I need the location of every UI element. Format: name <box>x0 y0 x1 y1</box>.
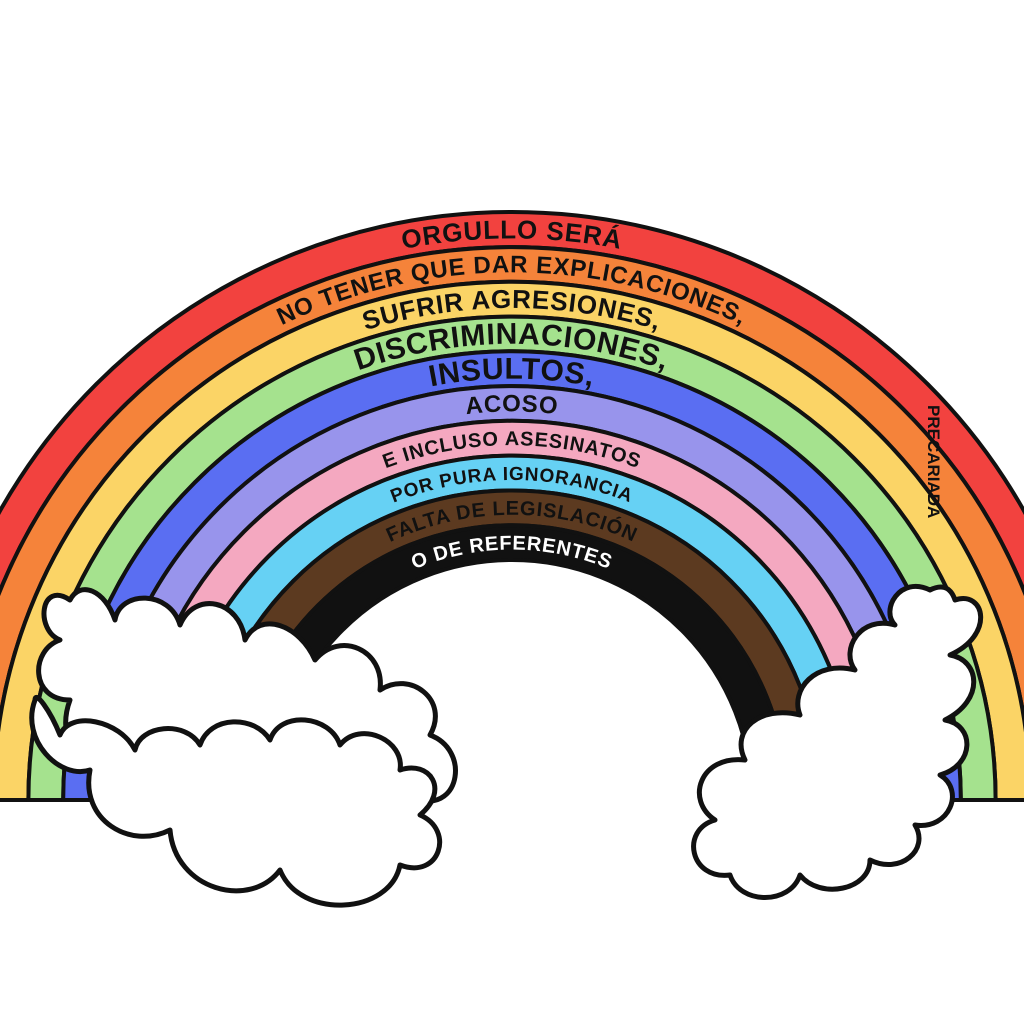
band-label-purple: ACOSO <box>464 391 560 421</box>
left-cloud-front <box>29 695 443 908</box>
artist-signature: PRECARIADA <box>924 405 943 518</box>
right-cloud <box>691 583 984 900</box>
clouds <box>29 583 984 908</box>
